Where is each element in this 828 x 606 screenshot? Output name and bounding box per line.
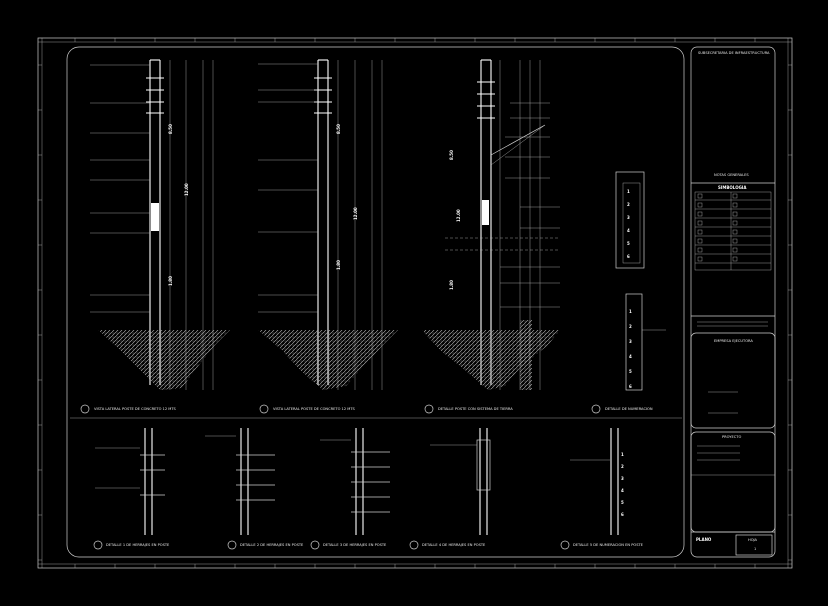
- main-view-2: 8.50 12.00 1.80 VISTA LATERAL POSTE DE C…: [258, 59, 398, 414]
- title-block: SUBSECRETARIA DE INFRAESTRUCTURA NOTAS G…: [690, 46, 776, 558]
- sheet-label: PLANO: [696, 537, 712, 542]
- project-title: PROYECTO: [722, 435, 741, 439]
- numbering-digit-upper-6: 6: [627, 254, 630, 259]
- main-view-4-numbering: 1 2 3 4 5 6 1 2 3 4 5 6 DETALLE DE NUMERACION: [591, 171, 666, 414]
- main-view-1-upper-dimension: 8.50: [168, 124, 173, 134]
- numbering-digit-detail-4: 4: [621, 488, 624, 493]
- main-view-3-lower-dimension: 1.80: [449, 280, 454, 290]
- numbering-digit-lower-6: 6: [629, 384, 632, 389]
- numbering-digit-upper-1: 1: [627, 189, 630, 194]
- legend-title: SIMBOLOGIA: [718, 185, 747, 190]
- main-view-2-caption: VISTA LATERAL POSTE DE CONCRETO 12 MTS: [273, 407, 356, 411]
- numbering-digit-lower-5: 5: [629, 369, 632, 374]
- drawing-frame: [66, 46, 685, 558]
- numbering-digit-upper-2: 2: [627, 202, 630, 207]
- main-view-2-upper-dimension: 8.50: [336, 124, 341, 134]
- main-view-2-height-dimension: 12.00: [353, 207, 358, 220]
- detail-view-4: DETALLE 4 DE HERRAJES EN POSTE: [409, 428, 491, 550]
- numbering-digit-detail-3: 3: [621, 476, 624, 481]
- detail-view-1-caption: DETALLE 1 DE HERRAJES EN POSTE: [106, 543, 170, 547]
- detail-view-4-caption: DETALLE 4 DE HERRAJES EN POSTE: [422, 543, 486, 547]
- numbering-digit-lower-1: 1: [629, 309, 632, 314]
- notes-title: NOTAS GENERALES: [714, 173, 749, 177]
- main-view-2-lower-dimension: 1.80: [336, 260, 341, 270]
- detail-view-5-caption: DETALLE 5 DE NUMERACION EN POSTE: [573, 543, 644, 547]
- numbering-digit-lower-3: 3: [629, 339, 632, 344]
- main-view-3-upper-dimension: 8.50: [449, 150, 454, 160]
- numbering-digit-lower-2: 2: [629, 324, 632, 329]
- detail-view-1: DETALLE 1 DE HERRAJES EN POSTE: [93, 428, 170, 550]
- detail-view-5: 1 2 3 4 5 6 DETALLE 5 DE NUMERACION EN POSTE: [560, 428, 644, 550]
- detail-view-3-caption: DETALLE 3 DE HERRAJES EN POSTE: [323, 543, 387, 547]
- main-view-4-caption: DETALLE DE NUMERACION: [605, 407, 653, 411]
- numbering-digit-upper-3: 3: [627, 215, 630, 220]
- main-view-3-height-dimension: 12.00: [456, 209, 461, 222]
- detail-view-2: DETALLE 2 DE HERRAJES EN POSTE: [205, 428, 304, 550]
- outer-border: [37, 37, 793, 569]
- main-view-1-caption: VISTA LATERAL POSTE DE CONCRETO 12 MTS: [94, 407, 177, 411]
- numbering-digit-upper-4: 4: [627, 228, 630, 233]
- main-view-1-height-dimension: 12.00: [184, 183, 189, 196]
- main-view-3: 8.50 12.00 1.80 DETALLE POSTE CON SISTEM…: [422, 59, 560, 414]
- main-view-3-caption: DETALLE POSTE CON SISTEMA DE TIERRA: [438, 407, 513, 411]
- numbering-digit-detail-1: 1: [621, 452, 624, 457]
- sheet-number-label: HOJA: [748, 538, 758, 542]
- company-title: EMPRESA EJECUTORA: [714, 339, 753, 343]
- numbering-digit-upper-5: 5: [627, 241, 630, 246]
- detail-view-2-caption: DETALLE 2 DE HERRAJES EN POSTE: [240, 543, 304, 547]
- numbering-digit-lower-4: 4: [629, 354, 632, 359]
- main-view-1: 8.50 12.00 1.80 VISTA LATERAL POSTE DE C…: [80, 59, 230, 414]
- numbering-digit-detail-2: 2: [621, 464, 624, 469]
- title-block-header: SUBSECRETARIA DE INFRAESTRUCTURA: [698, 51, 770, 55]
- numbering-digit-detail-6: 6: [621, 512, 624, 517]
- main-view-1-lower-dimension: 1.80: [168, 276, 173, 286]
- numbering-digit-detail-5: 5: [621, 500, 624, 505]
- sheet-number: 1: [754, 547, 756, 551]
- detail-view-3: DETALLE 3 DE HERRAJES EN POSTE: [310, 428, 390, 550]
